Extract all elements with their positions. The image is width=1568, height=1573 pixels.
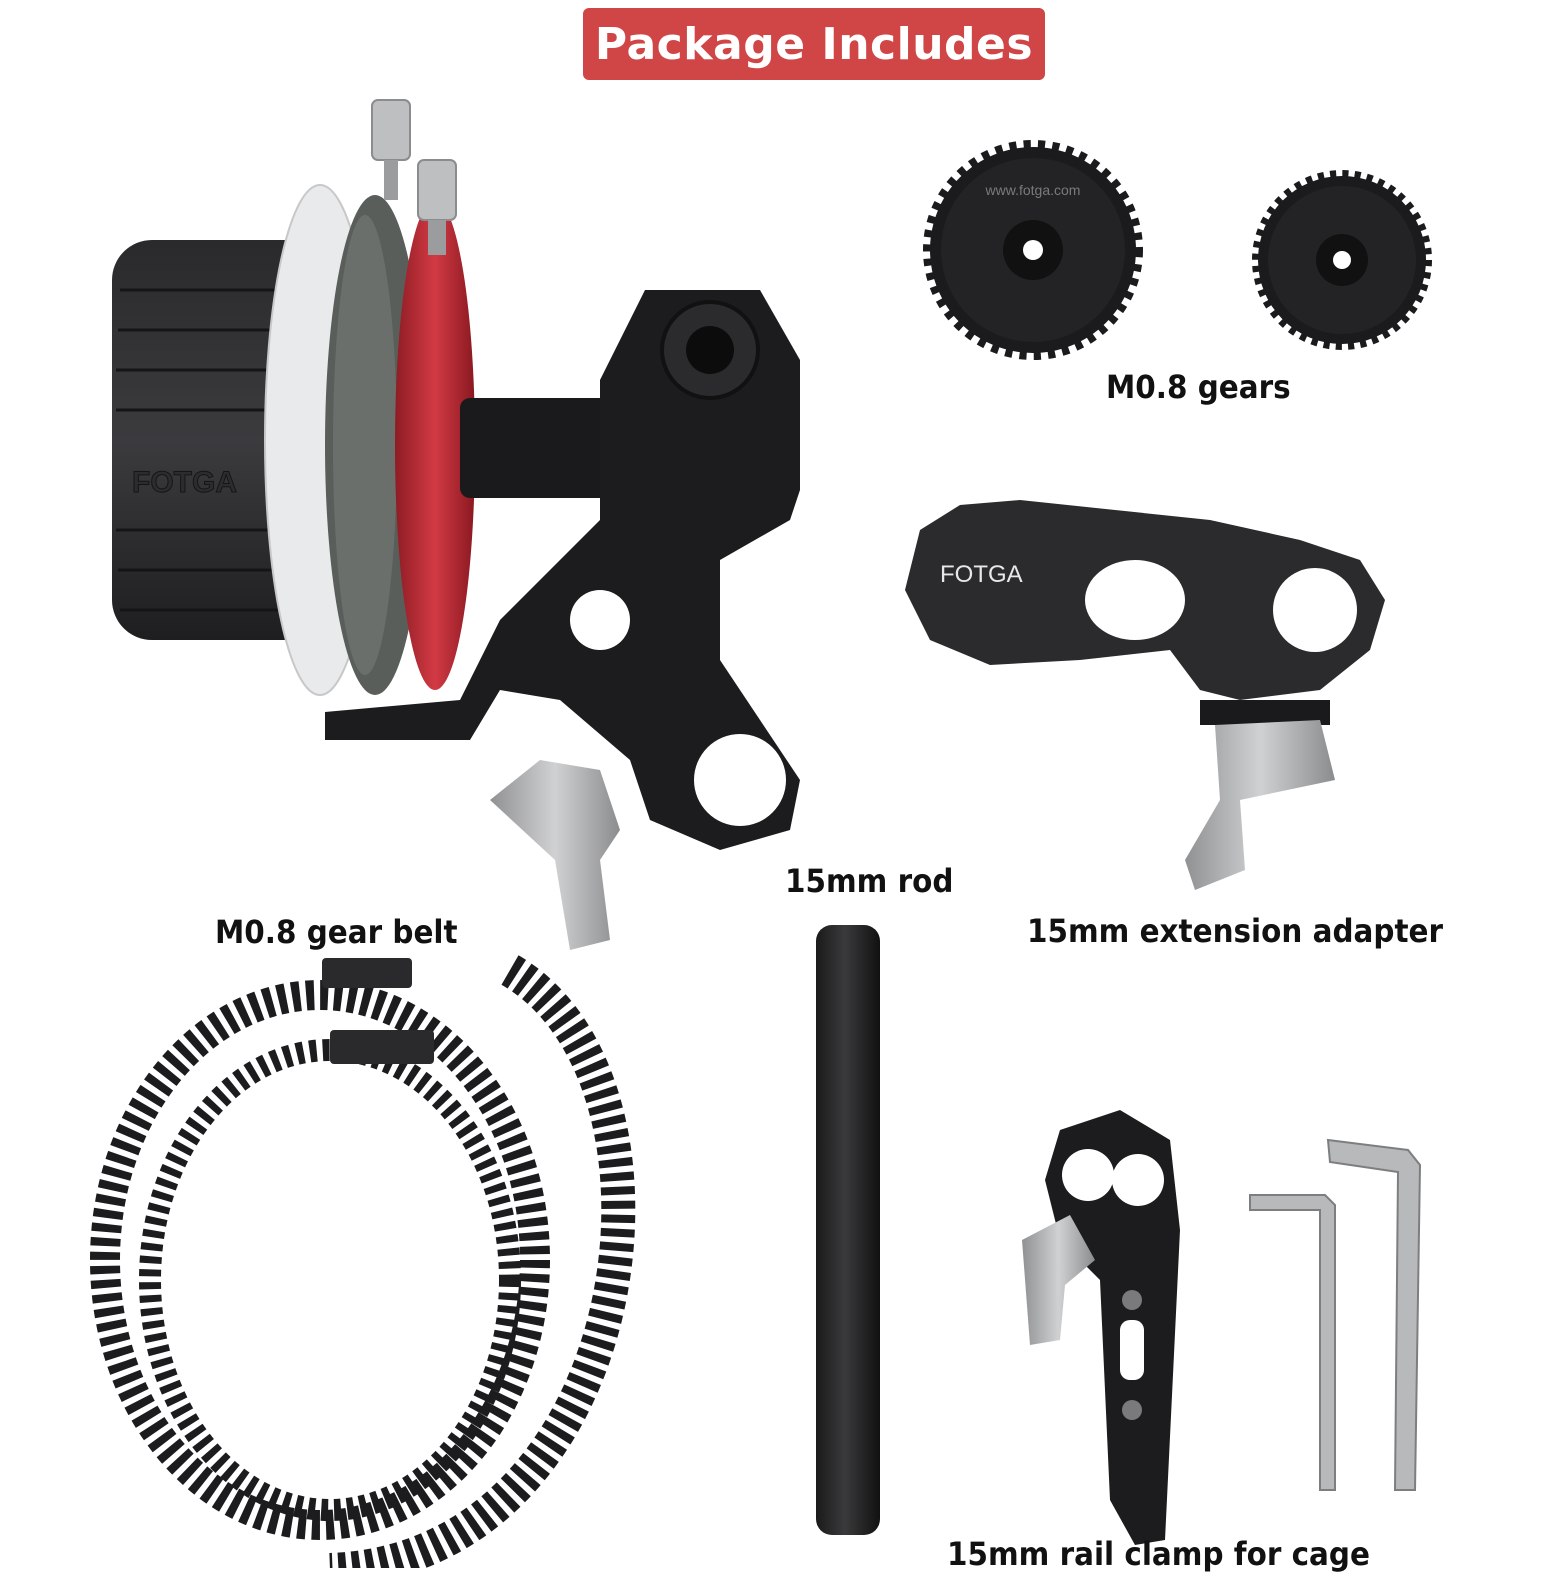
gear-text: www.fotga.com (985, 182, 1081, 198)
rail-clamp (1022, 1110, 1180, 1545)
rod-15mm (816, 925, 880, 1535)
follow-focus-unit: FOTGA (112, 99, 800, 950)
banner-title: Package Includes (594, 18, 1034, 70)
allen-keys (1249, 1138, 1422, 1491)
label-gears: M0.8 gears (1106, 368, 1291, 406)
adapter-logo: FOTGA (940, 561, 1023, 588)
label-rod: 15mm rod (785, 862, 954, 900)
label-extension-adapter: 15mm extension adapter (1027, 912, 1444, 950)
label-gear-belt: M0.8 gear belt (215, 913, 458, 951)
extension-adapter: FOTGA (905, 500, 1385, 890)
package-includes-banner: Package Includes (583, 8, 1045, 80)
gear-large-icon: www.fotga.com (923, 140, 1143, 360)
knob-logo: FOTGA (132, 466, 237, 499)
gear-belt (90, 955, 636, 1568)
gear-small-icon (1252, 170, 1432, 350)
label-rail-clamp: 15mm rail clamp for cage (947, 1535, 1370, 1573)
